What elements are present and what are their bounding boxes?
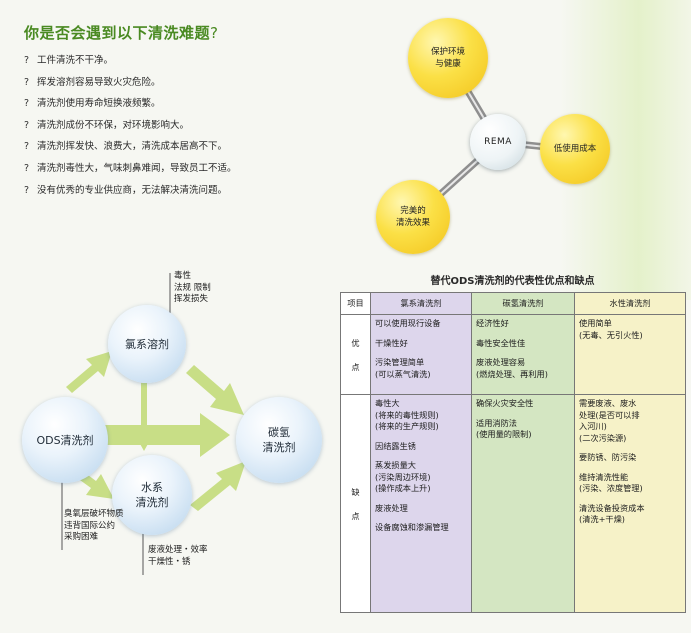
cell-hydrocarbon-advantages: 经济性好 毒性安全性佳 废液处理容易(燃烧处理、再利用) <box>471 314 575 395</box>
rema-node-low-cost: 低使用成本 <box>540 114 610 184</box>
question-item: ?清洗剂使用寿命短换液频繁。 <box>24 98 161 110</box>
cell-entry: 要防锈、防污染 <box>579 452 637 462</box>
header-hydrocarbon: 碳氢清洗剂 <box>471 292 575 315</box>
bubble-ods-cleaner: ODS清洗剂 <box>22 397 108 483</box>
arrow-ods-to-hydrocarbon <box>100 413 230 457</box>
cell-hydrocarbon-disadvantages: 确保火灾安全性 适用消防法(使用量的限制) <box>471 394 575 613</box>
question-item: ?工件清洗不干净。 <box>24 55 114 66</box>
cell-entry: 适用消防法(使用量的限制) <box>476 417 532 440</box>
cell-entry: 废液处理容易(燃烧处理、再利用) <box>476 357 548 379</box>
page-title: 你是否会遇到以下清洗难题? <box>24 24 219 42</box>
cell-entry: 可以使用现行设备 <box>375 318 441 328</box>
arrow-chlorine-to-water <box>134 383 154 451</box>
table-header-row: 项目 氯系清洗剂 碳氢清洗剂 水性清洗剂 <box>340 292 686 315</box>
cell-entry: 维持清洗性能(污染、浓度管理) <box>579 471 643 494</box>
cell-entry: 污染管理简单(可以蒸气清洗) <box>375 357 431 379</box>
cell-entry: 需要废液、废水处理(是否可以排入河川)(二次污染源) <box>579 398 640 443</box>
cell-entry: 干燥性好 <box>375 337 408 348</box>
cell-entry: 确保火灾安全性 <box>476 398 534 408</box>
cell-entry: 设备腐蚀和渗漏管理 <box>375 522 449 532</box>
question-item: ?清洗剂毒性大，气味刺鼻难闻，导致员工不适。 <box>24 162 237 174</box>
arrow-ods-to-chlorine <box>66 351 112 393</box>
header-chlorine: 氯系清洗剂 <box>370 292 472 315</box>
table-row-disadvantages: 缺点 毒性大(将来的毒性规则)(将来的生产规则) 因结露生锈 蒸发损量大(污染周… <box>340 394 686 613</box>
row-label-disadvantages: 缺点 <box>340 394 371 613</box>
cell-chlorine-advantages: 可以使用现行设备 干燥性好 污染管理简单(可以蒸气清洗) <box>370 314 472 395</box>
question-item: ?清洗剂挥发快、浪费大，清洗成本居高不下。 <box>24 141 228 153</box>
rema-node-center: REMA <box>470 114 526 170</box>
note-chlorine-drawbacks: 毒性 法规 限制 挥发损失 <box>174 271 211 304</box>
table-title: 替代ODS清洗剂的代表性优点和缺点 <box>430 276 595 287</box>
table-row-advantages: 优点 可以使用现行设备 干燥性好 污染管理简单(可以蒸气清洗) 经济性好 毒性安… <box>340 314 686 395</box>
cell-entry: 毒性大(将来的毒性规则)(将来的生产规则) <box>375 398 439 431</box>
arrow-chlorine-to-hydrocarbon <box>186 365 244 415</box>
rema-node-cleaning: 完美的清洗效果 <box>376 180 450 254</box>
cell-entry: 因结露生锈 <box>375 440 416 451</box>
cell-entry: 清洗设备投资成本(清洗+干燥) <box>579 502 645 525</box>
cell-entry: 毒性安全性佳 <box>476 337 526 348</box>
cell-entry: 废液处理 <box>375 502 408 513</box>
question-item: ?挥发溶剂容易导致火灾危险。 <box>24 76 161 88</box>
note-ods-drawbacks: 臭氧层破坏物质 违背国际公约 采购困难 <box>64 509 124 542</box>
header-water: 水性清洗剂 <box>574 292 686 315</box>
question-item: ?清洗剂成份不环保，对环境影响大。 <box>24 119 190 131</box>
row-label-advantages: 优点 <box>340 314 371 395</box>
cell-chlorine-disadvantages: 毒性大(将来的毒性规则)(将来的生产规则) 因结露生锈 蒸发损量大(污染周边环境… <box>370 394 472 613</box>
rema-diagram: 保护环境与健康 REMA 低使用成本 完美的清洗效果 <box>370 10 620 254</box>
bubble-hydrocarbon-cleaner: 碳氢清洗剂 <box>236 397 322 483</box>
solvent-flow-diagram: 氯系溶剂 ODS清洗剂 碳氢清洗剂 水系清洗剂 毒性 法规 限制 挥发损失 臭氧… <box>0 265 330 633</box>
cell-entry: 蒸发损量大(污染周边环境)(操作成本上升) <box>375 460 431 493</box>
comparison-table: 项目 氯系清洗剂 碳氢清洗剂 水性清洗剂 优点 可以使用现行设备 干燥性好 污染… <box>340 292 686 613</box>
header-item: 项目 <box>340 292 371 315</box>
question-item: ?没有优秀的专业供应商，无法解决清洗问题。 <box>24 184 228 196</box>
arrow-water-to-hydrocarbon <box>190 461 246 511</box>
bubble-water-cleaner: 水系清洗剂 <box>112 455 192 535</box>
cell-entry: 经济性好 <box>476 318 509 328</box>
cell-water-disadvantages: 需要废液、废水处理(是否可以排入河川)(二次污染源) 要防锈、防污染 维持清洗性… <box>574 394 686 613</box>
cell-water-advantages: 使用简单(无毒、无引火性) <box>574 314 686 395</box>
bubble-chlorine-solvent: 氯系溶剂 <box>108 305 186 383</box>
rema-node-environment: 保护环境与健康 <box>408 18 488 98</box>
question-list: ?工件清洗不干净。 ?挥发溶剂容易导致火灾危险。 ?清洗剂使用寿命短换液频繁。 … <box>24 50 237 201</box>
cell-entry: 使用简单(无毒、无引火性) <box>579 318 643 340</box>
note-water-drawbacks: 废液处理・效率 干燥性・锈 <box>148 545 208 567</box>
